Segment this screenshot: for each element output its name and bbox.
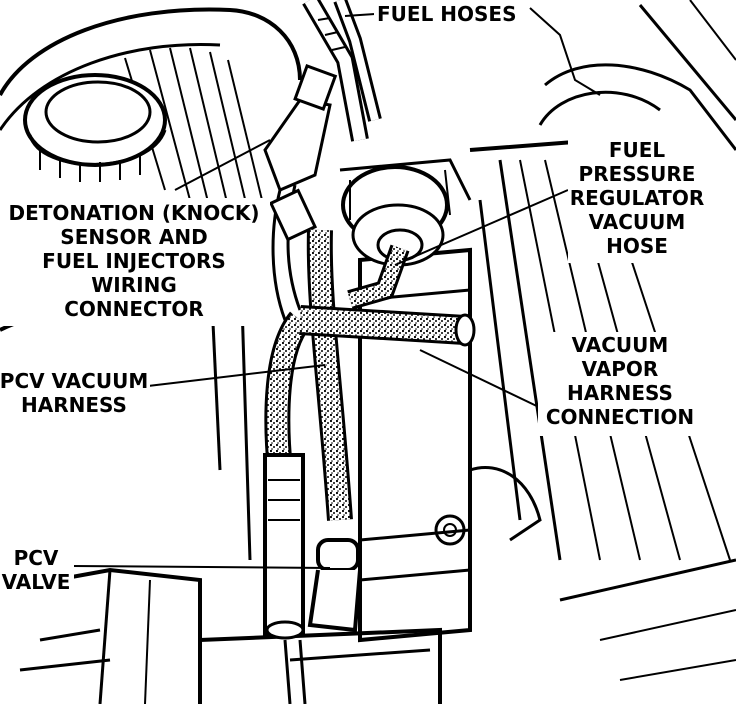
fpr-line-4: VACUUM <box>589 210 686 234</box>
fpr-line-1: FUEL <box>609 138 666 162</box>
fpr-line-5: HOSE <box>606 234 668 258</box>
vacuum-hoses <box>264 229 476 521</box>
wiring-connector <box>263 64 338 321</box>
label-detonation-sensor: DETONATION (KNOCK) SENSOR AND FUEL INJEC… <box>0 198 270 326</box>
pcvh-line-2: HARNESS <box>21 393 127 417</box>
det-line-3: FUEL INJECTORS <box>42 249 226 273</box>
leader-lines <box>71 7 601 569</box>
oil-filler-cap <box>23 73 167 182</box>
det-line-5: CONNECTOR <box>64 297 204 321</box>
label-pcv-valve: PCV VALVE <box>0 545 74 595</box>
vvh-line-4: CONNECTION <box>546 405 694 429</box>
fpr-line-3: REGULATOR <box>570 186 704 210</box>
pcvv-line-1: PCV <box>14 546 59 570</box>
pcvv-line-2: VALVE <box>2 570 71 594</box>
label-pcv-vacuum-harness: PCV VACUUM HARNESS <box>0 368 150 418</box>
vvh-line-1: VACUUM <box>572 333 669 357</box>
det-line-4: WIRING <box>91 273 177 297</box>
label-vacuum-vapor-harness: VACUUM VAPOR HARNESS CONNECTION <box>538 332 704 436</box>
pcv-valve-assembly <box>263 453 362 705</box>
fuel-hose-lines <box>302 0 382 142</box>
vvh-line-3: HARNESS <box>567 381 673 405</box>
fuel-pressure-regulator <box>339 158 472 267</box>
det-line-2: SENSOR AND <box>60 225 207 249</box>
label-fuel-pressure-regulator: FUEL PRESSURE REGULATOR VACUUM HOSE <box>568 135 708 263</box>
label-fuel-hoses-text: FUEL HOSES <box>377 2 516 26</box>
det-line-1: DETONATION (KNOCK) <box>8 201 259 225</box>
fpr-line-2: PRESSURE <box>579 162 696 186</box>
pcvh-line-1: PCV VACUUM <box>0 369 148 393</box>
label-fuel-hoses: FUEL HOSES <box>374 2 524 26</box>
vvh-line-2: VAPOR <box>582 357 659 381</box>
